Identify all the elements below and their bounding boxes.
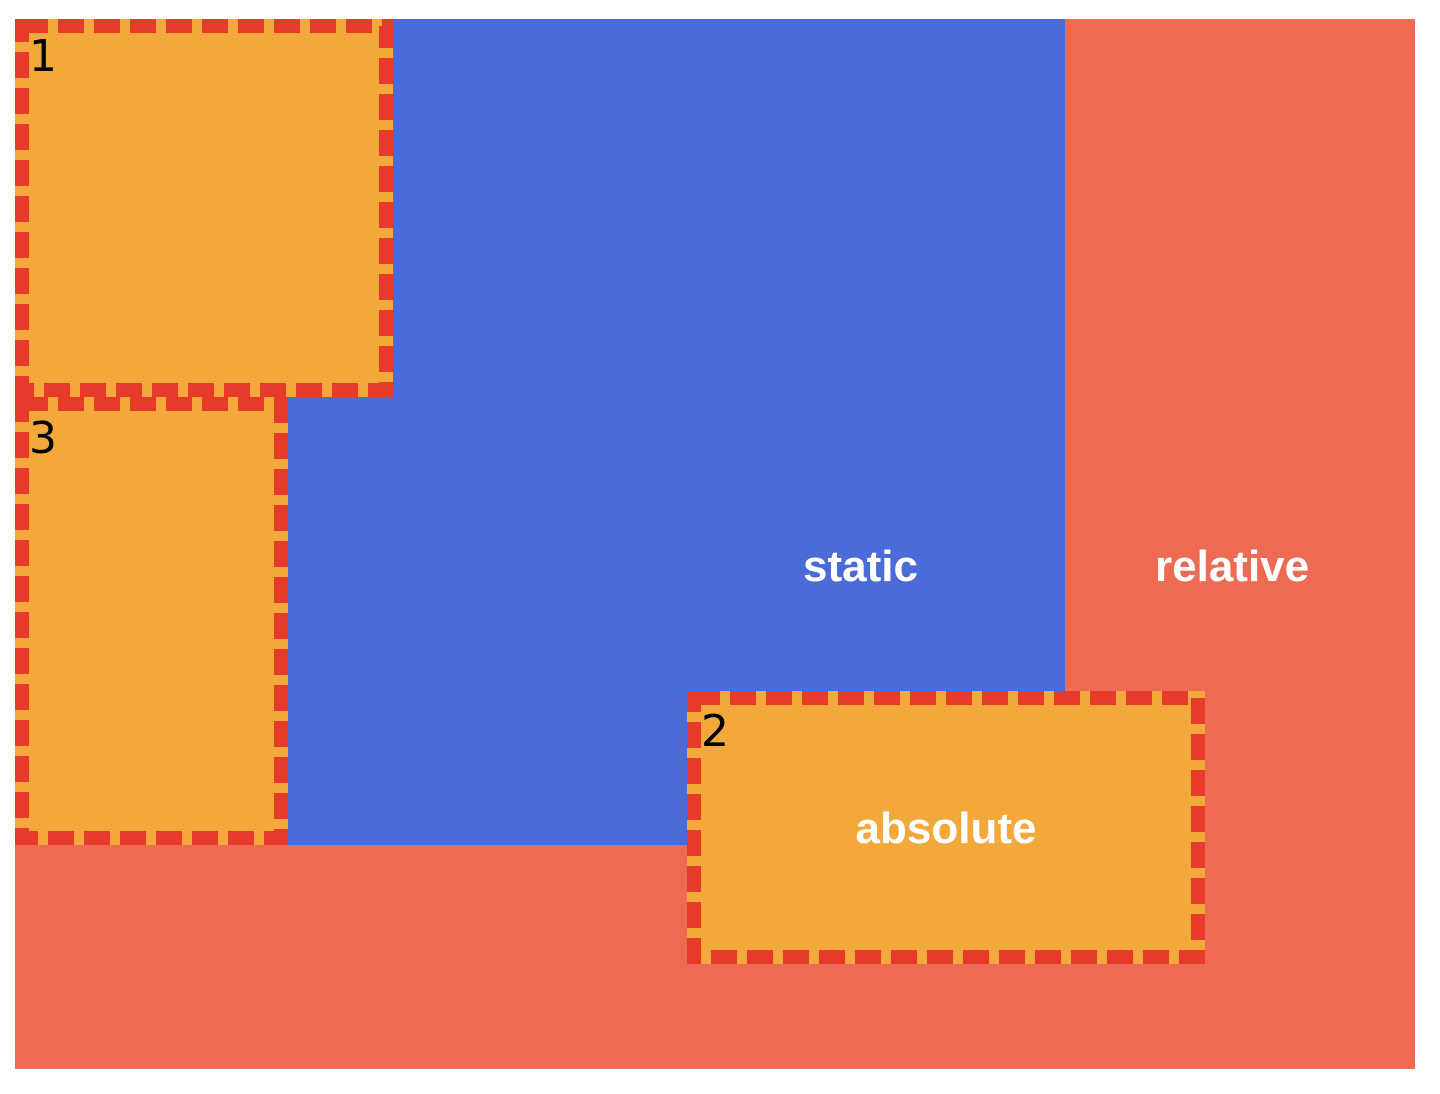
box-number-3: 3	[29, 413, 57, 464]
float-box-3: 3	[15, 397, 288, 845]
dashed-border	[15, 19, 393, 397]
static-label: static	[803, 542, 918, 591]
dashed-border	[687, 691, 1205, 964]
float-box-1: 1	[15, 19, 393, 397]
dashed-border	[15, 397, 288, 845]
box-number-1: 1	[29, 31, 57, 82]
box-number-2: 2	[701, 706, 729, 757]
absolute-box-2: 2 absolute	[687, 691, 1205, 964]
absolute-label: absolute	[855, 804, 1037, 853]
relative-label: relative	[1155, 542, 1310, 591]
